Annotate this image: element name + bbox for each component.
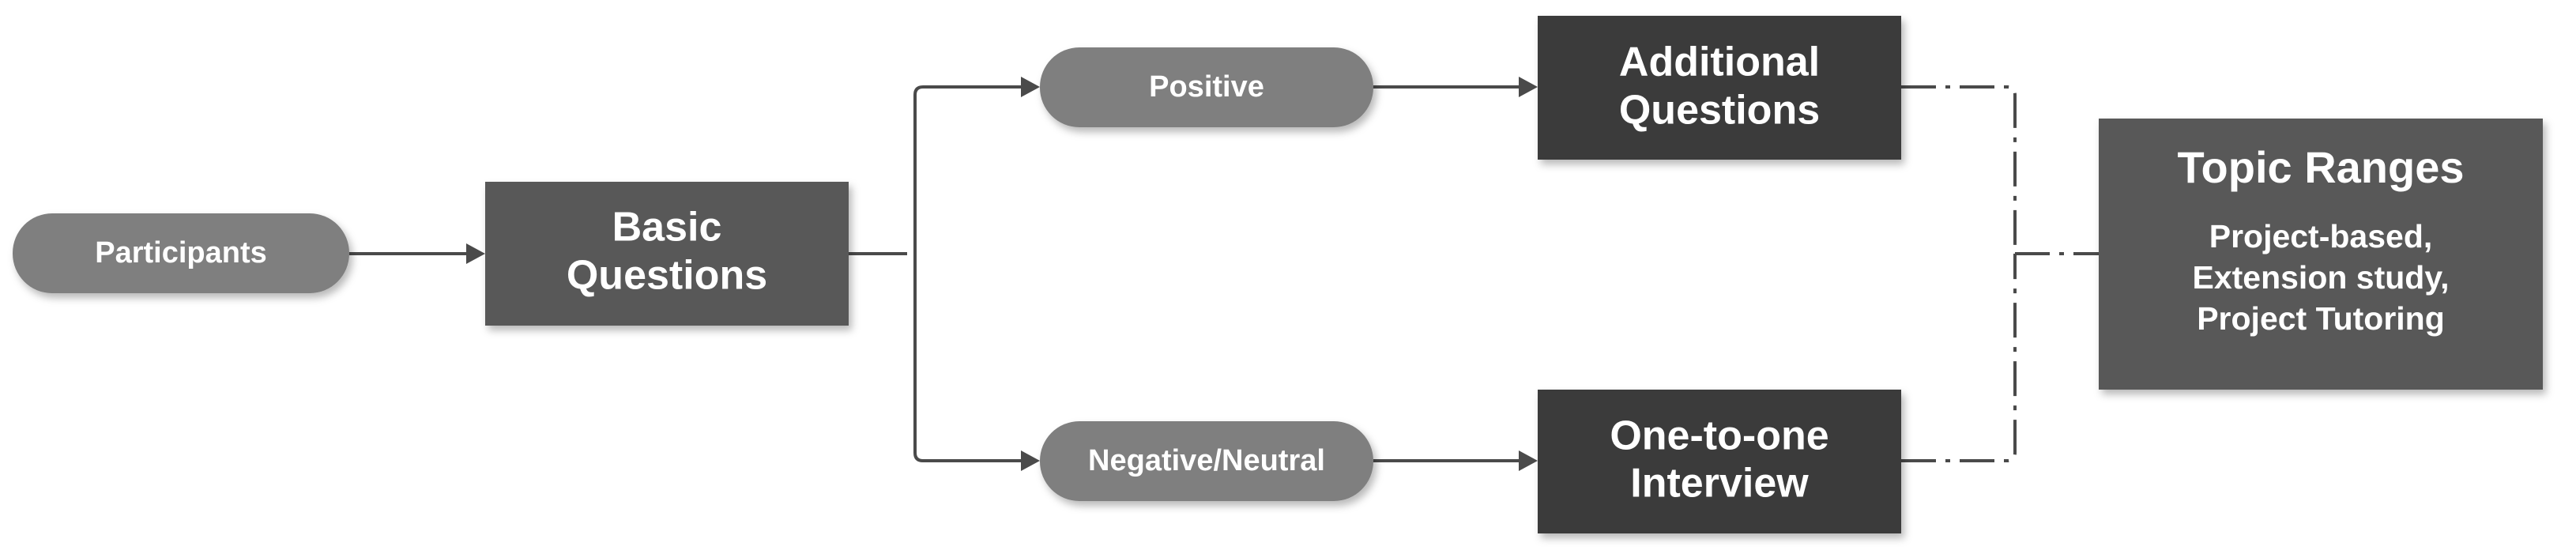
arrowhead-negative: [1021, 450, 1040, 471]
negative-neutral-node: Negative/Neutral: [1040, 421, 1373, 501]
topic-ranges-item: Project-based,: [2209, 218, 2433, 254]
connectors: [349, 77, 2099, 471]
edge-additional-to-topic: [1901, 85, 2017, 254]
one-to-one-interview-label-line2: Interview: [1630, 461, 1809, 507]
topic-ranges-shape: [2099, 119, 2543, 390]
one-to-one-interview-node: One-to-one Interview: [1538, 390, 1901, 533]
participants-node: Participants: [13, 213, 349, 293]
topic-ranges-title: Topic Ranges: [2177, 142, 2464, 192]
one-to-one-interview-label-line1: One-to-one: [1610, 413, 1828, 459]
arrowhead-additional: [1519, 77, 1538, 97]
arrowhead-interview: [1519, 450, 1538, 471]
positive-label: Positive: [1149, 70, 1264, 104]
basic-questions-label-line1: Basic: [612, 205, 722, 251]
basic-questions-label-line2: Questions: [567, 253, 767, 299]
negative-neutral-label: Negative/Neutral: [1088, 444, 1325, 477]
edge-interview-to-topic: [1901, 254, 2017, 462]
positive-shape: [1040, 47, 1373, 127]
participants-shape: [13, 213, 349, 293]
additional-questions-node: Additional Questions: [1538, 16, 1901, 160]
basic-questions-node: Basic Questions: [485, 182, 849, 326]
topic-ranges-item: Extension study,: [2192, 259, 2449, 296]
arrowhead-basic: [466, 243, 485, 264]
participants-label: Participants: [95, 236, 267, 269]
negative-neutral-shape: [1040, 421, 1373, 501]
topic-ranges-node: Topic Ranges Project-based, Extension st…: [2099, 119, 2543, 390]
additional-questions-label-line2: Questions: [1619, 88, 1820, 134]
additional-questions-shape: [1538, 16, 1901, 160]
arrowhead-positive: [1021, 77, 1040, 97]
topic-ranges-item: Project Tutoring: [2197, 300, 2445, 337]
edge-basic-branch: [849, 85, 1021, 462]
one-to-one-interview-shape: [1538, 390, 1901, 533]
positive-node: Positive: [1040, 47, 1373, 127]
basic-questions-shape: [485, 182, 849, 326]
additional-questions-label-line1: Additional: [1619, 40, 1820, 85]
